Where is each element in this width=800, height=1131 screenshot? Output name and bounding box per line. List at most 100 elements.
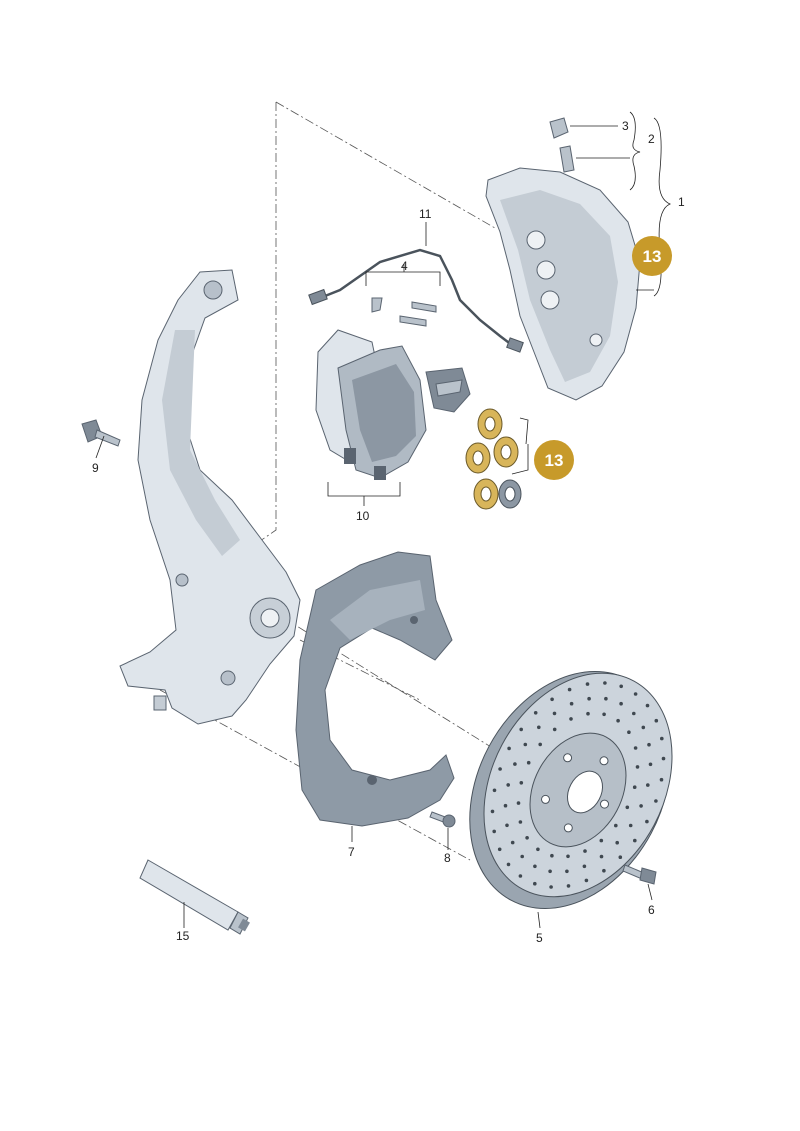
label-15: 15 <box>176 929 190 943</box>
brake-disc <box>469 670 673 910</box>
drill-hole <box>628 823 633 828</box>
drill-hole <box>645 703 650 708</box>
callout-badge-caliper: 13 <box>632 236 672 276</box>
drill-hole <box>567 687 572 692</box>
drill-hole <box>632 785 637 789</box>
drill-hole <box>566 884 571 888</box>
drill-hole <box>513 762 517 766</box>
drill-hole <box>492 829 497 834</box>
label-9: 9 <box>92 461 99 475</box>
drill-hole <box>538 742 542 747</box>
drill-hole <box>548 869 552 874</box>
callout-seals-text: 13 <box>545 451 564 470</box>
drill-hole <box>619 701 623 706</box>
drill-hole <box>519 727 523 732</box>
label-8: 8 <box>444 851 451 865</box>
drill-hole <box>550 697 554 702</box>
label-7: 7 <box>348 845 355 859</box>
drill-hole <box>633 838 637 843</box>
drill-hole <box>506 862 511 867</box>
wear-sensor <box>308 248 524 353</box>
drill-hole <box>604 696 608 701</box>
drill-hole <box>518 820 523 824</box>
drill-hole <box>505 823 509 828</box>
drill-hole <box>585 682 590 686</box>
label-1: 1 <box>678 195 685 209</box>
drill-hole <box>602 868 606 873</box>
drill-hole <box>552 711 557 716</box>
drill-hole <box>641 725 646 730</box>
drill-hole <box>654 799 658 803</box>
drill-hole <box>490 809 495 814</box>
hub-bolt-hole <box>600 799 609 809</box>
callout-badge-seals: 13 <box>534 440 574 480</box>
drill-hole <box>659 777 664 782</box>
label-11: 11 <box>419 207 432 221</box>
drill-hole <box>498 767 502 771</box>
brake-pads <box>315 329 427 480</box>
drill-hole <box>518 874 523 878</box>
drill-hole <box>599 838 604 843</box>
drill-hole <box>510 840 515 845</box>
drill-hole <box>632 711 636 716</box>
bleeder-screw <box>559 145 575 173</box>
drill-hole <box>506 783 511 787</box>
drill-hole <box>503 803 508 808</box>
disc-screw <box>622 864 657 885</box>
drill-hole <box>587 696 591 701</box>
drill-hole <box>639 804 643 808</box>
drill-hole <box>586 711 590 716</box>
drill-hole <box>507 746 511 751</box>
drill-hole <box>654 718 659 723</box>
drill-hole <box>550 853 554 858</box>
label-2: 2 <box>648 132 655 146</box>
drill-hole <box>633 692 638 696</box>
drill-hole <box>645 819 649 824</box>
label-10: 10 <box>356 509 370 523</box>
drill-hole <box>582 864 587 869</box>
hub-bolt-hole <box>563 753 573 763</box>
drill-hole <box>618 855 623 859</box>
drill-hole <box>602 712 606 717</box>
drill-hole <box>627 730 631 734</box>
drill-hole <box>603 681 607 685</box>
drill-hole <box>492 788 497 793</box>
drill-hole <box>599 854 604 859</box>
drill-hole <box>566 854 570 859</box>
drill-hole <box>583 849 587 853</box>
drill-hole <box>552 727 557 732</box>
drill-hole <box>516 801 521 805</box>
drill-hole <box>615 840 619 845</box>
label-5: 5 <box>536 931 543 945</box>
drill-hole <box>523 742 528 747</box>
drill-hole <box>646 783 650 787</box>
drill-hole <box>584 878 589 883</box>
drill-hole <box>526 760 531 765</box>
hub-bolt-hole <box>599 756 609 766</box>
knuckle-bolt <box>81 419 121 447</box>
drill-hole <box>647 742 651 747</box>
drill-hole <box>635 765 640 769</box>
drill-hole <box>565 869 569 874</box>
label-3: 3 <box>622 119 629 133</box>
hub-bolt-hole <box>563 823 573 833</box>
caliper-seals <box>465 408 522 510</box>
drill-hole <box>525 836 529 840</box>
drill-hole <box>520 854 524 859</box>
drill-hole <box>614 823 618 828</box>
drill-hole <box>648 762 653 767</box>
drill-hole <box>661 756 666 761</box>
drill-hole <box>519 781 524 785</box>
drill-hole <box>536 847 540 852</box>
drill-hole <box>537 725 541 730</box>
drill-hole <box>616 718 620 723</box>
shield-screw <box>429 811 456 828</box>
pad-clips <box>371 297 471 413</box>
part-labels: 1 2 3 4 5 6 7 8 9 10 11 15 <box>92 119 685 945</box>
grease-tube <box>139 859 250 935</box>
drill-hole <box>569 717 573 721</box>
brake-caliper <box>485 167 641 401</box>
callout-caliper-text: 13 <box>643 247 662 266</box>
steering-knuckle <box>119 269 301 725</box>
